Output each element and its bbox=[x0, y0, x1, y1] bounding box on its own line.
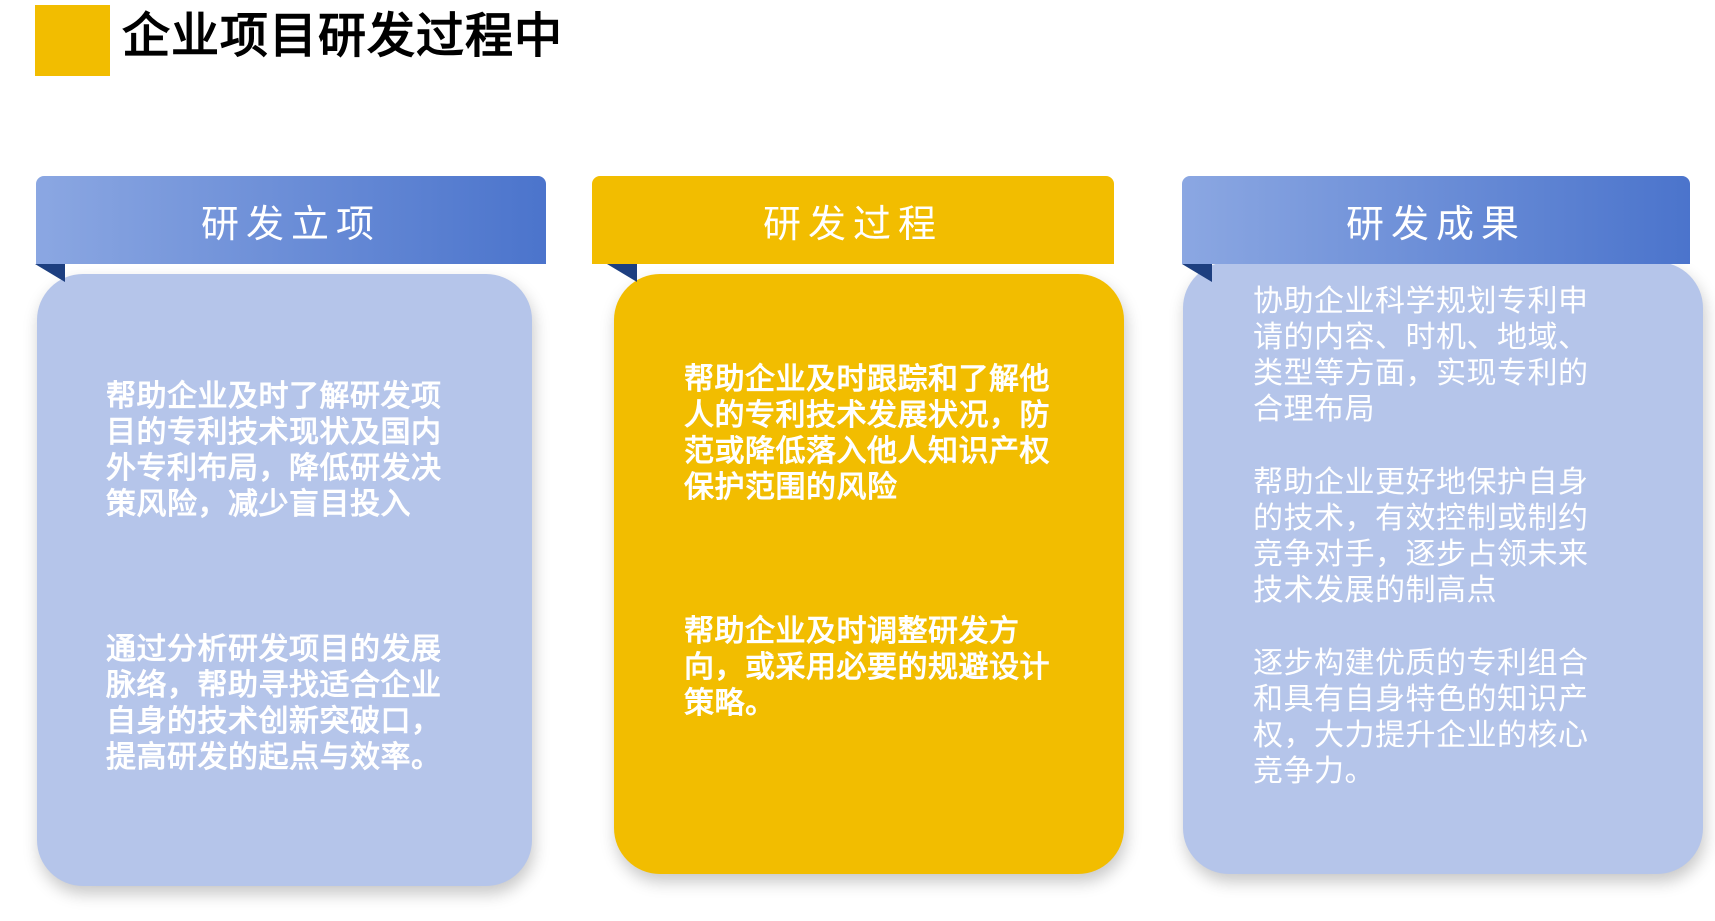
title-accent-square bbox=[35, 5, 110, 76]
column-card-research-initiation: 帮助企业及时了解研发项目的专利技术现状及国内外专利布局，降低研发决策风险，减少盲… bbox=[37, 274, 532, 886]
header-fold-shadow bbox=[1182, 264, 1212, 282]
slide-title: 企业项目研发过程中 bbox=[122, 8, 564, 64]
card-paragraph: 帮助企业及时调整研发方向，或采用必要的规避设计策略。 bbox=[684, 614, 1050, 721]
card-paragraph: 协助企业科学规划专利申请的内容、时机、地域、类型等方面，实现专利的合理布局 bbox=[1253, 284, 1589, 427]
column-header-research-initiation: 研发立项 bbox=[36, 176, 546, 264]
header-fold-shadow bbox=[35, 264, 65, 282]
card-paragraph: 逐步构建优质的专利组合和具有自身特色的知识产权，大力提升企业的核心竞争力。 bbox=[1253, 646, 1589, 789]
card-paragraph: 帮助企业更好地保护自身的技术，有效控制或制约竞争对手，逐步占领未来技术发展的制高… bbox=[1253, 465, 1589, 608]
column-header-research-results: 研发成果 bbox=[1182, 176, 1690, 264]
column-header-research-process: 研发过程 bbox=[592, 176, 1114, 264]
header-fold-shadow bbox=[607, 264, 637, 282]
card-paragraph: 通过分析研发项目的发展脉络，帮助寻找适合企业自身的技术创新突破口，提高研发的起点… bbox=[106, 632, 442, 775]
column-card-research-process: 帮助企业及时跟踪和了解他人的专利技术发展状况，防范或降低落入他人知识产权保护范围… bbox=[614, 274, 1124, 874]
column-card-research-results: 协助企业科学规划专利申请的内容、时机、地域、类型等方面，实现专利的合理布局 帮助… bbox=[1183, 262, 1703, 874]
card-paragraph: 帮助企业及时了解研发项目的专利技术现状及国内外专利布局，降低研发决策风险，减少盲… bbox=[106, 379, 442, 522]
card-paragraph: 帮助企业及时跟踪和了解他人的专利技术发展状况，防范或降低落入他人知识产权保护范围… bbox=[684, 362, 1050, 505]
